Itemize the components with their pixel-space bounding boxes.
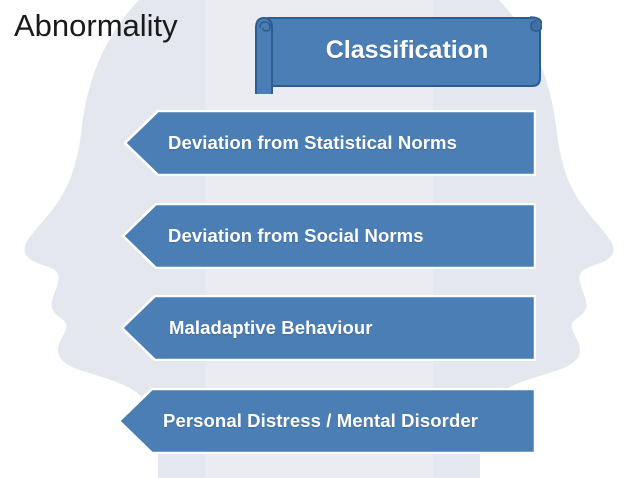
arrow-row-2[interactable]: Deviation from Social Norms [122,203,536,269]
left-chevron-arrow-shape [121,295,536,361]
arrow-row-4[interactable]: Personal Distress / Mental Disorder [118,388,536,454]
classification-banner[interactable]: Classification [250,14,542,94]
arrow-label-3: Maladaptive Behaviour [169,317,373,338]
arrow-label-1: Deviation from Statistical Norms [168,132,457,153]
arrow-row-1[interactable]: Deviation from Statistical Norms [124,110,536,176]
classification-banner-label: Classification [325,35,489,64]
scroll-ribbon-shape [255,16,542,94]
left-chevron-arrow-shape [118,388,536,454]
arrow-label-4: Personal Distress / Mental Disorder [163,410,479,431]
arrow-row-3[interactable]: Maladaptive Behaviour [121,295,536,361]
left-chevron-arrow-shape [124,110,536,176]
page-title: Abnormality [14,8,178,43]
arrow-label-2: Deviation from Social Norms [168,225,424,246]
left-chevron-arrow-shape [122,203,536,269]
